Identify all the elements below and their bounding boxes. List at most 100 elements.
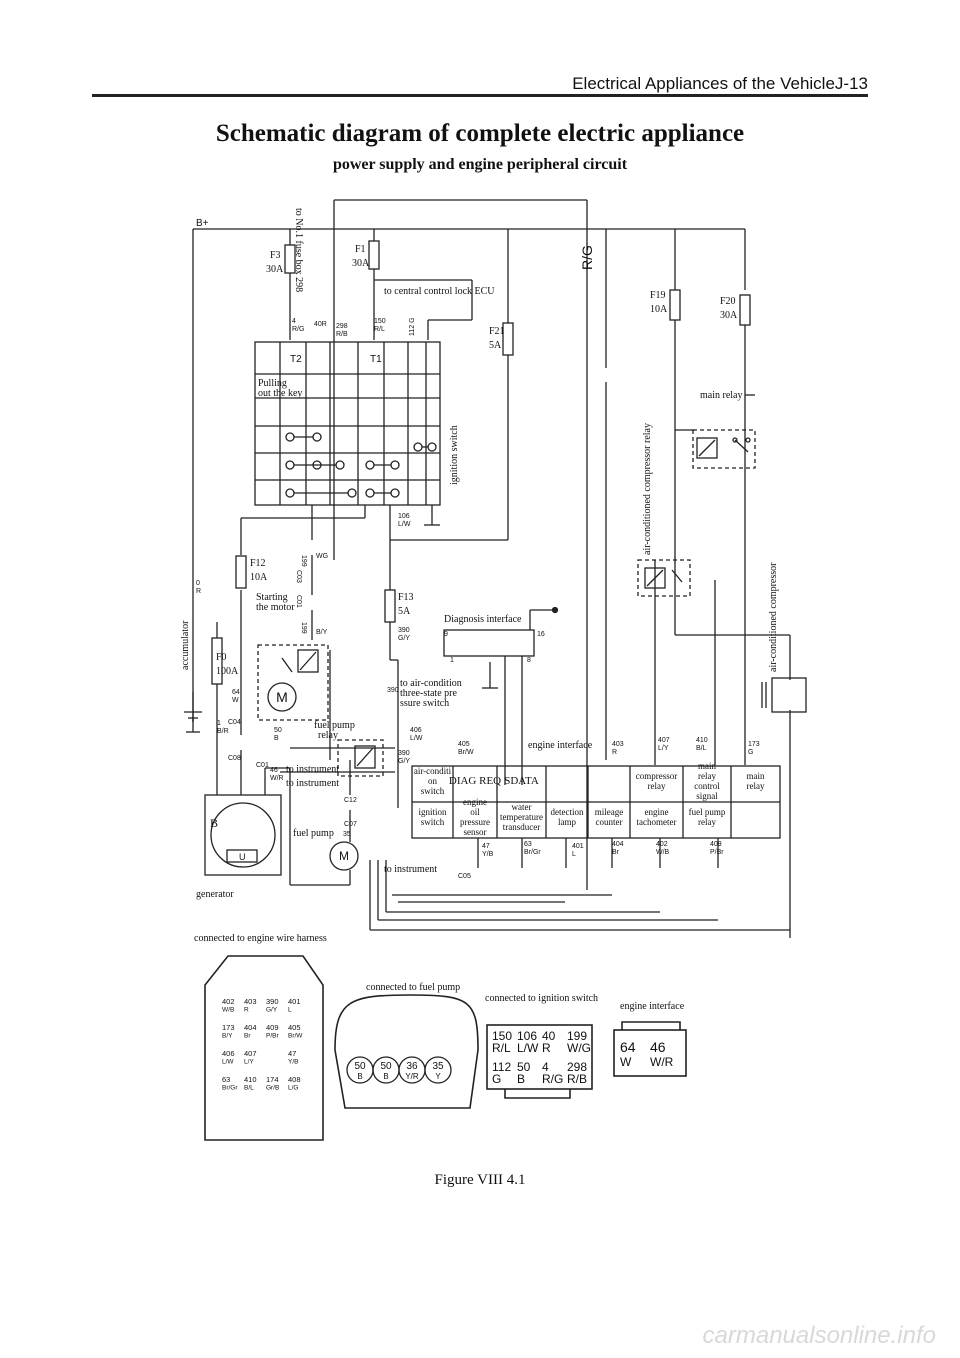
ignition-pin-color: R (542, 1041, 551, 1055)
fuel-pump-pin-number: 35 (432, 1061, 444, 1072)
engine-iface-pin-color: W/R (650, 1055, 674, 1069)
ecu-cell-text: tachometer (637, 817, 677, 827)
wire-406-color: L/W (410, 735, 423, 742)
engine-interface-label: engine interface (528, 740, 593, 751)
wire-63-color: Br/Gr (524, 849, 541, 856)
wire-by-color: B/Y (316, 629, 328, 636)
engine-harness-pin-number: 409 (266, 1023, 279, 1032)
diagnosis-label: Diagnosis interface (444, 614, 522, 625)
accumulator-label: accumulator (180, 620, 191, 670)
engine-harness-pin-color: B/L (244, 1085, 254, 1092)
relays (184, 429, 807, 938)
wire-150: 150 (374, 318, 386, 325)
wire-64-color: W (232, 697, 239, 704)
connector-pins: 402W/B403R390G/Y401L173B/Y404Br409P/Br40… (222, 997, 674, 1092)
ignition-switch-label: ignition switch (449, 425, 460, 485)
central-lock-label: to central control lock ECU (384, 286, 495, 297)
ecu-cell-text: signal (696, 791, 718, 801)
diag-pin-1: 1 (450, 657, 454, 664)
t2-label: T2 (290, 354, 302, 365)
engine-harness-pin-number: 404 (244, 1023, 257, 1032)
ecu-cell-text: relay (698, 771, 716, 781)
fuse-f12-amp: 10A (250, 572, 268, 583)
ecu-cell-text: water (512, 802, 532, 812)
wire-410-color: B/L (696, 745, 707, 752)
generator-b-label: B (210, 816, 218, 830)
to-ac-label: to air-condition (400, 678, 462, 689)
connector-c01: C01 (295, 595, 302, 608)
engine-harness-pin-color: Gr/B (266, 1085, 279, 1092)
ecu-cell-text: switch (421, 817, 445, 827)
fuel-pump-relay-label: fuel pump (314, 720, 355, 731)
ecu-cell-text: temperature (500, 812, 543, 822)
engine-harness-pin-number: 405 (288, 1023, 301, 1032)
fuse-f0-amp: 100A (216, 666, 239, 677)
fuse-f1-label: F1 (355, 244, 366, 255)
fuse-f3-label: F3 (270, 250, 281, 261)
diag-pin-16: 16 (537, 631, 545, 638)
connector-c12: C12 (344, 797, 357, 804)
wire-40r: 40R (314, 321, 327, 328)
generator-label: generator (196, 889, 234, 900)
connector-c01b: C01 (256, 762, 269, 769)
section-header: Electrical Appliances of the VehicleJ-13 (572, 74, 868, 93)
to-instrument-label-3: to instrument (384, 864, 437, 875)
wire-390c: 390 (398, 750, 410, 757)
ignition-pin-color: G (492, 1072, 501, 1086)
engine-harness-pin-color: Y/B (288, 1059, 298, 1066)
engine-iface-pin-color: W (620, 1055, 632, 1069)
wire-47: 47 (482, 843, 490, 850)
fuse-f1-amp: 30A (352, 258, 370, 269)
to-instrument-label-2: to instrument (286, 778, 339, 789)
engine-harness-pin-color: W/B (222, 1007, 234, 1014)
engine-harness-pin-number: 173 (222, 1023, 235, 1032)
wire-401-color: L (572, 851, 576, 858)
ignition-pin-color: L/W (517, 1041, 539, 1055)
wire-401: 401 (572, 843, 584, 850)
connector-c04: C04 (228, 719, 241, 726)
ignition-pin-number: 150 (492, 1029, 512, 1043)
starting-label-2: the motor (256, 602, 295, 613)
fuel-pump-pin-color: Y (435, 1072, 441, 1081)
diag-pin-8: 8 (527, 657, 531, 664)
connector-c08: C08 (228, 755, 241, 762)
to-ac-label-2: three-state pre (400, 688, 457, 699)
wire-390a-color: G/Y (398, 635, 410, 642)
wire-46: 46 (270, 767, 278, 774)
fuel-pump-connector-title: connected to fuel pump (366, 982, 460, 993)
ignition-pin-color: W/G (567, 1041, 591, 1055)
generator-u-label: U (239, 852, 246, 862)
ecu-cell-text: engine (645, 807, 669, 817)
wire-405: 405 (458, 741, 470, 748)
wire-405-color: Br/W (458, 749, 474, 756)
wire-390c-color: G/Y (398, 758, 410, 765)
engine-harness-title: connected to engine wire harness (194, 933, 327, 944)
fuse-box-label: to No.1 fuse box 298 (293, 208, 304, 292)
t1-label: T1 (370, 354, 382, 365)
pulling-label-2: out the key (258, 388, 302, 399)
wire-403: 403 (612, 741, 624, 748)
engine-harness-pin-number: 63 (222, 1075, 230, 1084)
ecu-cell-text: SDATA (504, 775, 539, 787)
ecu-cell-text: engine (463, 797, 487, 807)
ecu-cell-text: on (428, 776, 438, 786)
pulling-label: Pulling (258, 378, 287, 389)
ecu-cell-text: relay (698, 817, 716, 827)
engine-harness-pin-number: 403 (244, 997, 257, 1006)
fuse-f21-label: F21 (489, 326, 505, 337)
connector-outlines (204, 955, 687, 1141)
fuel-pump-pin-number: 36 (406, 1061, 418, 1072)
bottom-connectors: connected to engine wire harness connect… (194, 933, 685, 1012)
ecu-cell-text: oil (470, 807, 480, 817)
ecu-cell-text: detection (551, 807, 584, 817)
engine-harness-pin-number: 406 (222, 1049, 235, 1058)
wire-409-color: P/Br (710, 849, 724, 856)
wire-1-color: B/R (217, 728, 229, 735)
wire-199by: 199 (300, 622, 307, 634)
wire-64: 64 (232, 689, 240, 696)
engine-harness-pin-color: Br (244, 1033, 251, 1040)
wire-4: 4 (292, 318, 296, 325)
fuel-pump-pin-circle (424, 1056, 452, 1084)
